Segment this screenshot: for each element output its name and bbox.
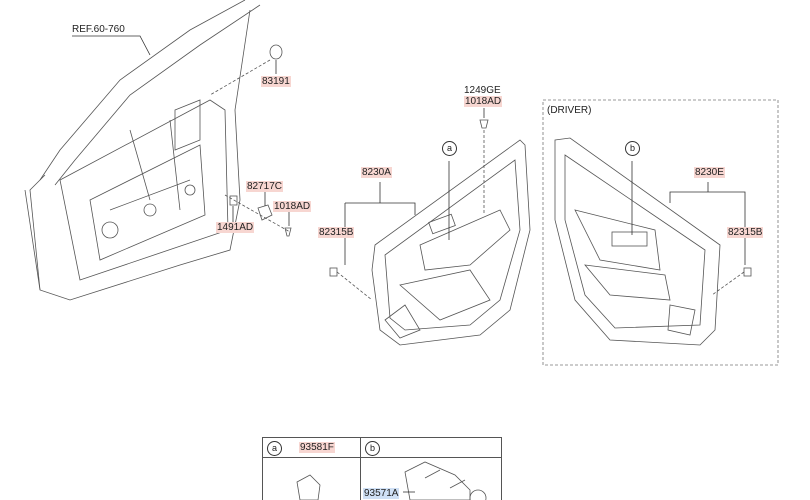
table-marker-a: a <box>267 441 282 456</box>
driver-label: (DRIVER) <box>547 105 592 116</box>
part-label-82315b-left[interactable]: 82315B <box>318 227 355 238</box>
part-label-1249ge[interactable]: 1249GE <box>464 85 501 96</box>
part-label-82717c[interactable]: 82717C <box>246 181 284 192</box>
table-marker-b: b <box>365 441 380 456</box>
door-trim-left-drawing <box>371 139 531 346</box>
part-label-8230a[interactable]: 8230A <box>361 167 392 178</box>
table-part-93571a[interactable]: 93571A <box>363 488 400 499</box>
door-frame-drawing <box>24 0 261 301</box>
part-label-8230e[interactable]: 8230E <box>694 167 725 178</box>
callout-b: b <box>625 141 640 156</box>
ref-label: REF.60-760 <box>72 24 125 35</box>
door-trim-right-drawing <box>554 137 721 346</box>
callout-a: a <box>442 141 457 156</box>
part-label-82315b-right[interactable]: 82315B <box>727 227 764 238</box>
part-label-1018ad-mid[interactable]: 1018AD <box>273 201 312 212</box>
parts-table: a 93581F b 93571A <box>262 437 502 500</box>
table-part-93581f[interactable]: 93581F <box>299 442 335 453</box>
part-label-1491ad[interactable]: 1491AD <box>216 222 255 233</box>
part-label-1018ad-top[interactable]: 1018AD <box>464 96 503 107</box>
table-divider <box>263 457 501 458</box>
table-divider <box>360 438 361 500</box>
part-label-83191[interactable]: 83191 <box>261 76 291 87</box>
